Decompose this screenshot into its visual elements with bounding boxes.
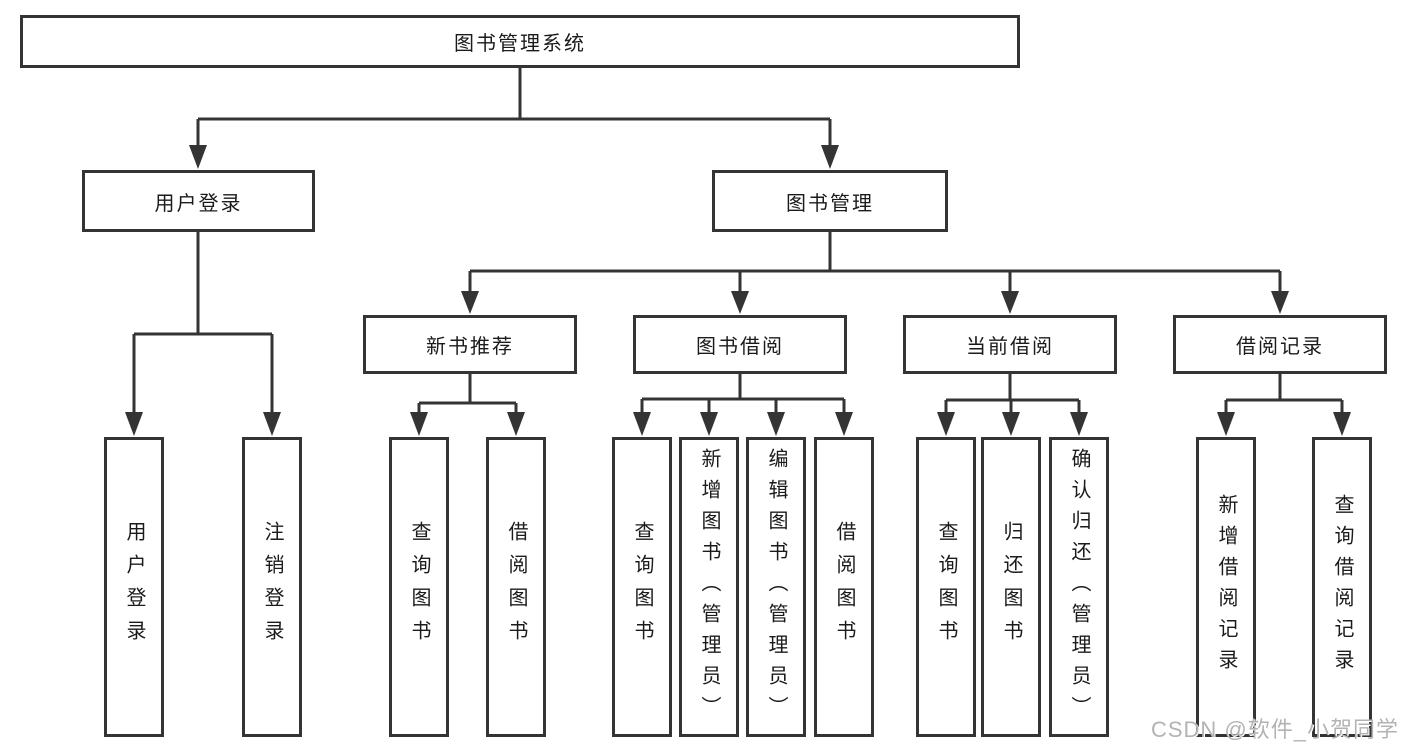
leaf-query-borrow-record: 查询借阅记录	[1312, 437, 1372, 737]
node-book-management: 图书管理	[712, 170, 948, 232]
node-borrow-records: 借阅记录	[1173, 315, 1387, 374]
node-current-borrow: 当前借阅	[903, 315, 1117, 374]
leaf-query-books-current: 查询图书	[916, 437, 976, 737]
leaf-query-books-recommend: 查询图书	[389, 437, 449, 737]
leaf-logout: 注销登录	[242, 437, 302, 737]
leaf-user-login: 用户登录	[104, 437, 164, 737]
node-user-login: 用户登录	[82, 170, 315, 232]
leaf-return-books: 归还图书	[981, 437, 1041, 737]
leaf-add-borrow-record: 新增借阅记录	[1196, 437, 1256, 737]
node-new-book-recommend: 新书推荐	[363, 315, 577, 374]
node-book-management-system: 图书管理系统	[20, 15, 1020, 68]
leaf-query-books-borrow: 查询图书	[612, 437, 672, 737]
leaf-borrow-books: 借阅图书	[814, 437, 874, 737]
node-book-borrow: 图书借阅	[633, 315, 847, 374]
leaf-borrow-books-recommend: 借阅图书	[486, 437, 546, 737]
leaf-add-books-admin: 新增图书（管理员）	[679, 437, 739, 737]
leaf-confirm-return-admin: 确认归还（管理员）	[1049, 437, 1109, 737]
leaf-edit-books-admin: 编辑图书（管理员）	[746, 437, 806, 737]
csdn-watermark: CSDN @软件_小贺同学	[1150, 717, 1399, 742]
